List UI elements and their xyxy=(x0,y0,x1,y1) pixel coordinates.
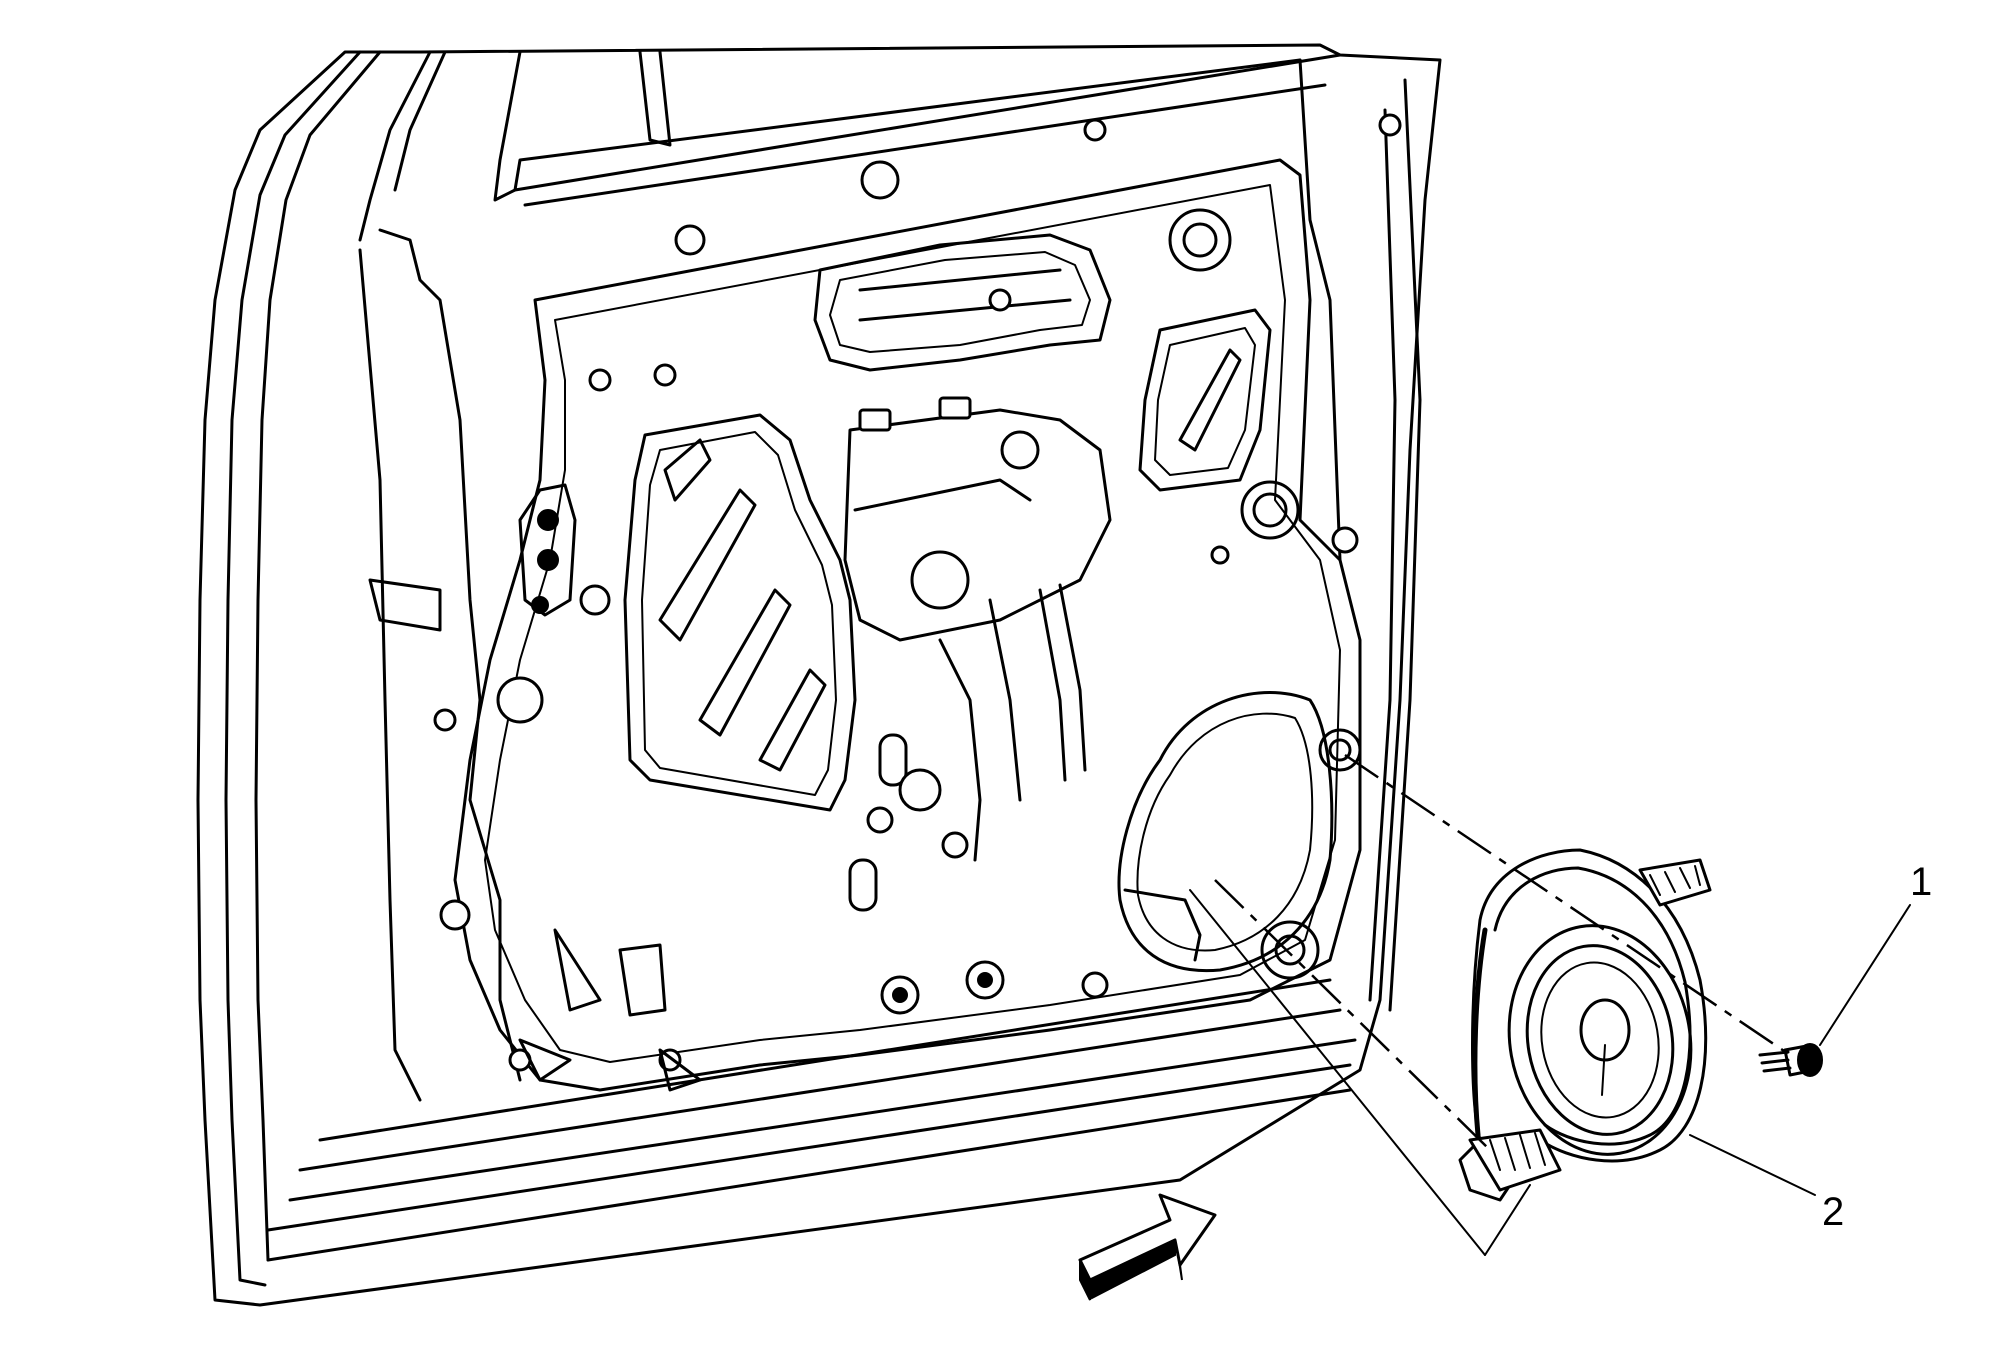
panel-holes xyxy=(433,113,1402,1072)
leader-lines xyxy=(1189,889,1911,1256)
view-direction-arrow-icon xyxy=(1078,1193,1217,1301)
speaker-mounting-opening xyxy=(1117,691,1362,973)
door-inner-panel xyxy=(368,113,1402,1092)
panel-grommets xyxy=(880,208,1320,1015)
speaker xyxy=(1458,848,1712,1202)
callouts: 1 2 xyxy=(1822,860,1932,1234)
alignment-lines xyxy=(1214,753,1791,1151)
screw xyxy=(1758,1043,1823,1077)
door-frame xyxy=(196,43,1442,1307)
callout-2-label: 2 xyxy=(1822,1190,1844,1234)
callout-1-label: 1 xyxy=(1910,860,1932,904)
